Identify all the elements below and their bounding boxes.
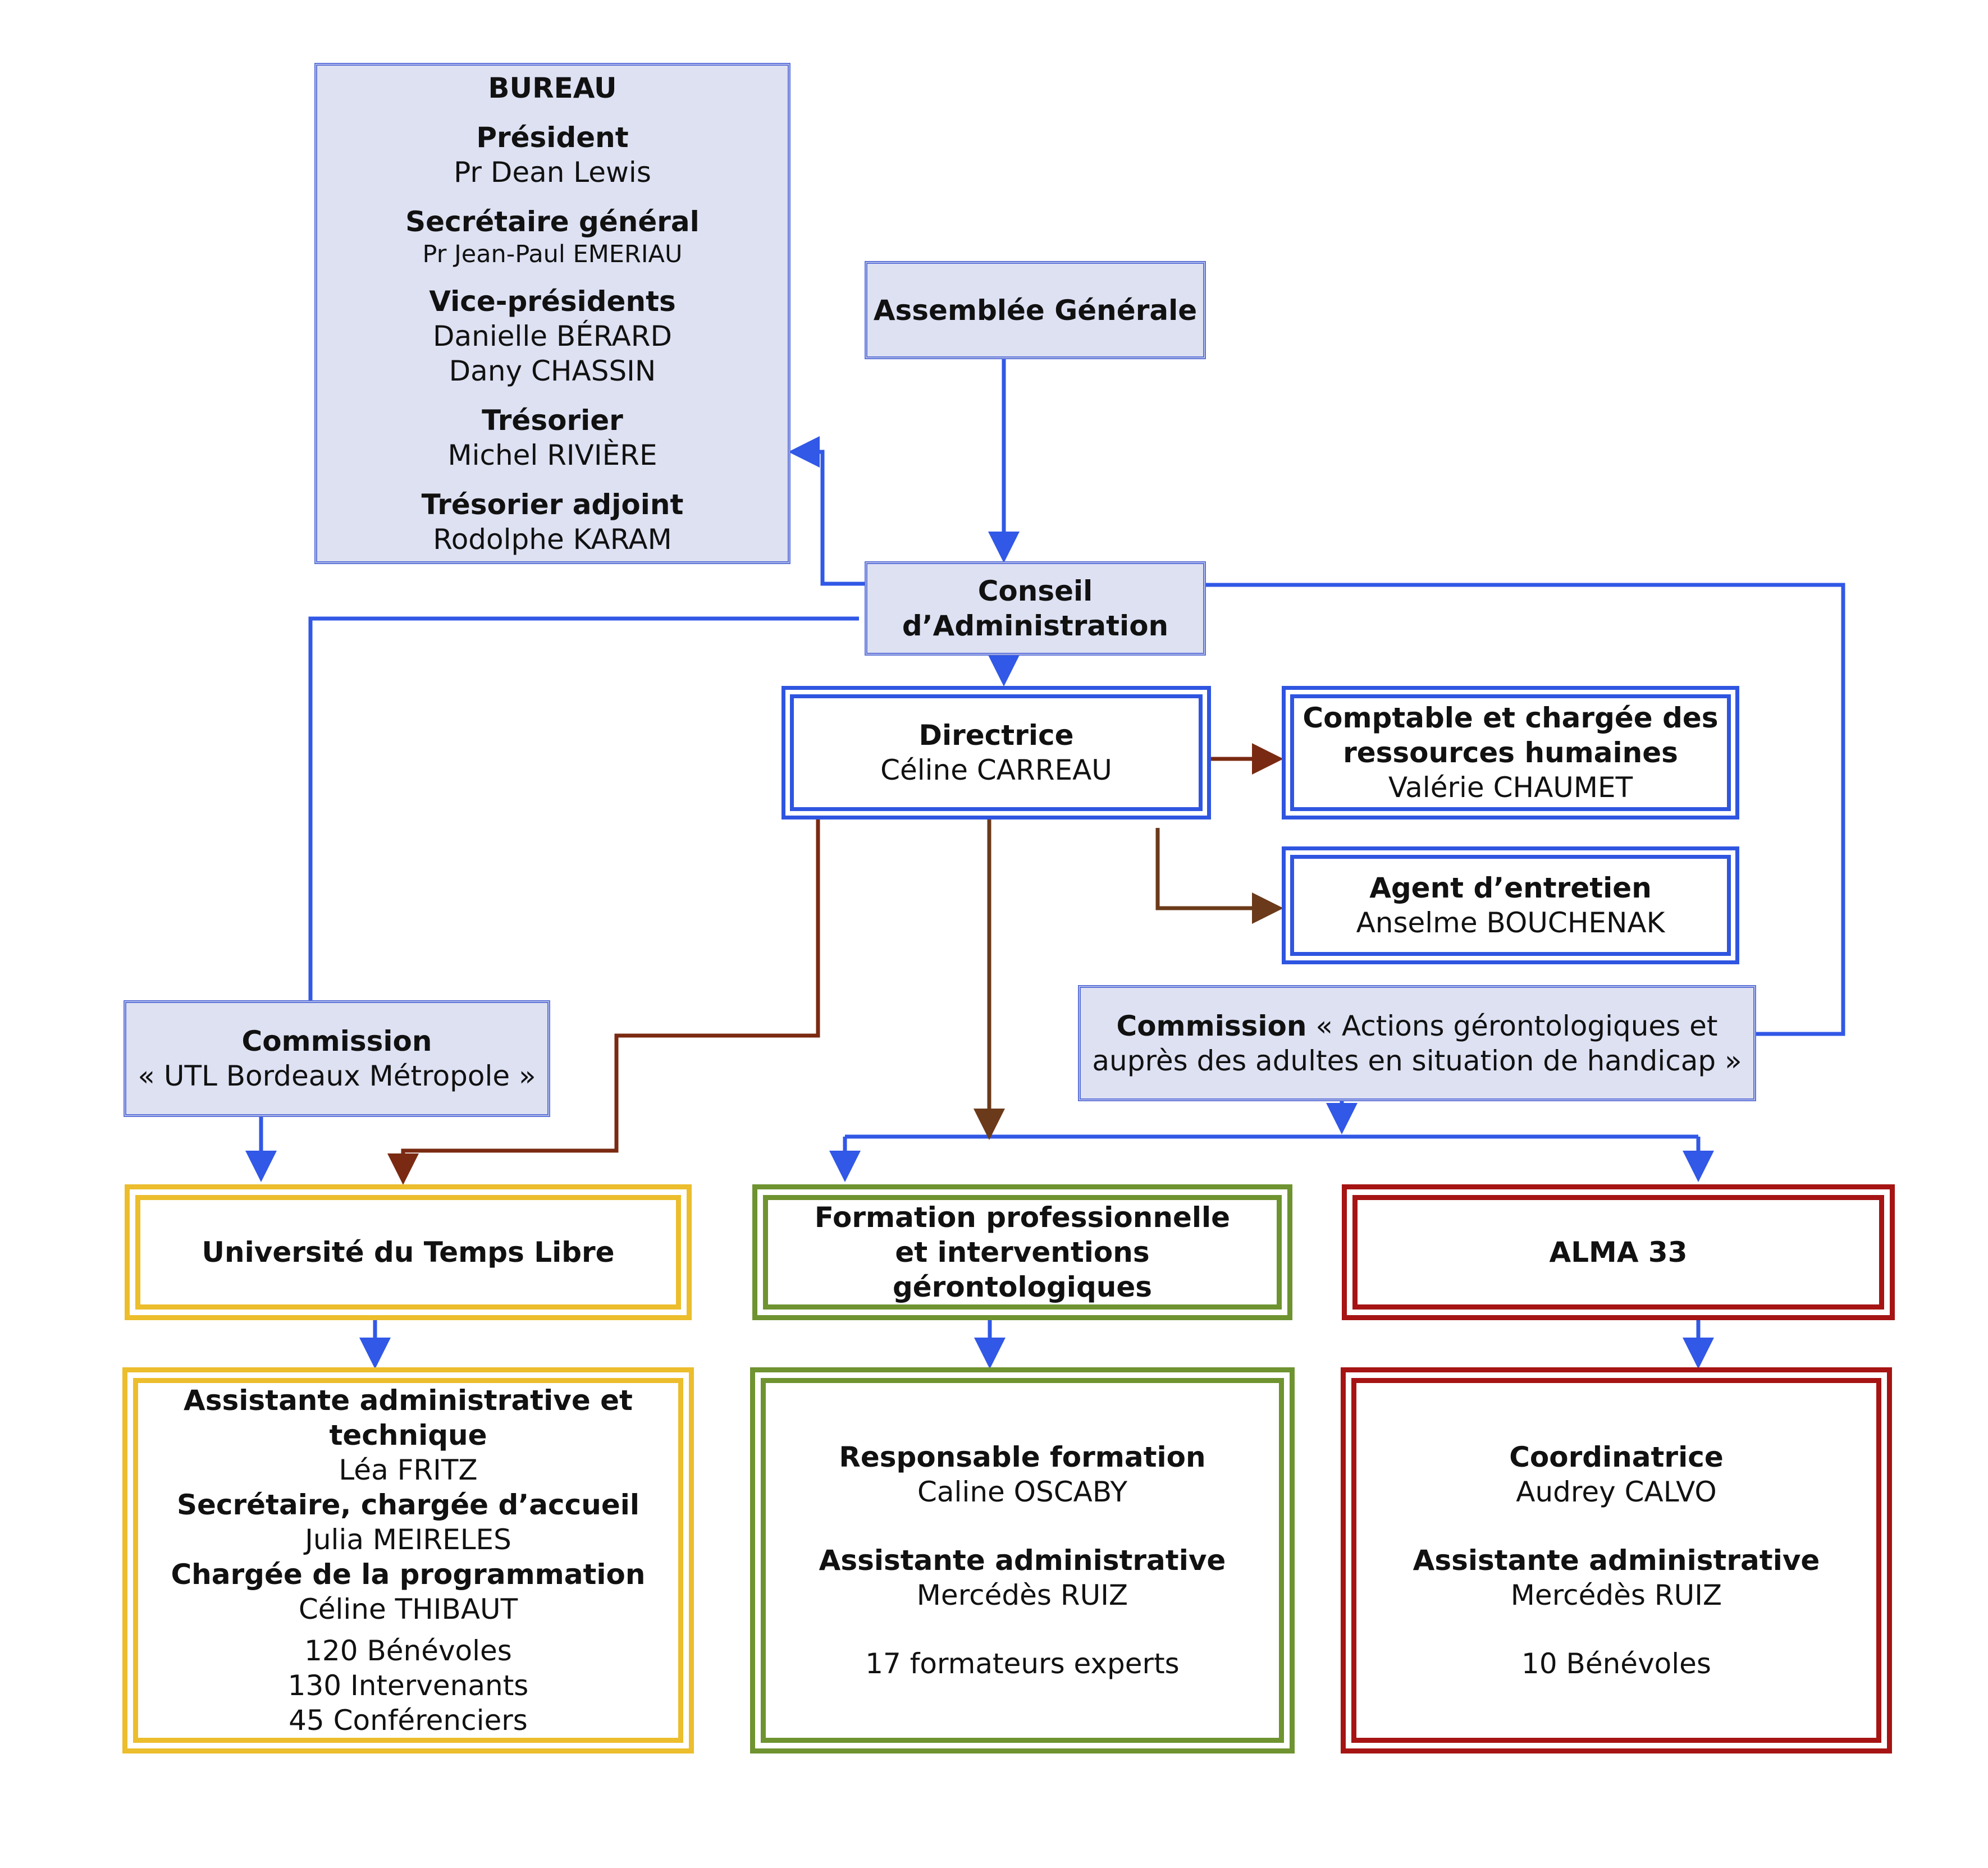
tresorier-name: Michel RIVIÈRE: [447, 438, 657, 471]
formation-name-1: Caline OSCABY: [917, 1476, 1127, 1508]
assemblee-generale-label: Assemblée Générale: [873, 294, 1198, 327]
utl-name-3: Céline THIBAUT: [298, 1593, 518, 1626]
directrice-name: Céline CARREAU: [880, 754, 1112, 786]
assemblee-generale-box: Assemblée Générale: [865, 261, 1206, 359]
president-role: Président: [476, 121, 629, 154]
formation-role-2: Assistante administrative: [819, 1544, 1226, 1577]
utl-header-box: Université du Temps Libre: [125, 1184, 692, 1320]
commission-geronto-subtitle-1: « Actions gérontologiques et: [1306, 1009, 1718, 1042]
commission-geronto-subtitle-2: auprès des adultes en situation de handi…: [1092, 1044, 1742, 1077]
utl-label: Université du Temps Libre: [202, 1236, 615, 1269]
conseil-line-2: d’Administration: [902, 610, 1169, 642]
utl-staff-box: Assistante administrative et technique L…: [122, 1367, 694, 1753]
agent-entretien-box: Agent d’entretien Anselme BOUCHENAK: [1282, 846, 1739, 964]
alma-count-1: 10 Bénévoles: [1521, 1647, 1711, 1680]
arrow-conseil-bureau: [788, 436, 865, 586]
president-name: Pr Dean Lewis: [454, 155, 651, 189]
utl-role-3: Chargée de la programmation: [171, 1558, 646, 1591]
comptable-name: Valérie CHAUMET: [1388, 771, 1633, 804]
tresorier-adjoint-name: Rodolphe KARAM: [433, 523, 672, 556]
tresorier-adjoint-role: Trésorier adjoint: [421, 488, 684, 521]
utl-role-1: Assistante administrative et technique: [184, 1384, 633, 1452]
formation-label-line-2: et interventions gérontologiques: [892, 1236, 1153, 1303]
comptable-role-line-1: Comptable et chargée des: [1303, 702, 1719, 734]
commission-geronto-title: Commission: [1116, 1009, 1307, 1042]
formation-name-2: Mercédès RUIZ: [916, 1579, 1128, 1611]
alma-label: ALMA 33: [1549, 1236, 1688, 1269]
alma-role-1: Coordinatrice: [1509, 1441, 1724, 1473]
bureau-title: BUREAU: [488, 71, 617, 104]
conseil-line-1: Conseil: [977, 575, 1093, 607]
vice-presidents-role: Vice-présidents: [429, 285, 676, 318]
arrow-directrice-utl: [387, 819, 820, 1185]
commission-geronto-box: Commission « Actions gérontologiques et …: [1078, 985, 1756, 1101]
alma-staff-box: Coordinatrice Audrey CALVO Assistante ad…: [1341, 1367, 1892, 1753]
secretaire-name: Pr Jean-Paul EMERIAU: [422, 240, 683, 268]
agent-role: Agent d’entretien: [1369, 872, 1652, 904]
formation-staff-box: Responsable formation Caline OSCABY Assi…: [750, 1367, 1295, 1753]
utl-role-2: Secrétaire, chargée d’accueil: [176, 1489, 640, 1521]
utl-name-1: Léa FRITZ: [339, 1454, 478, 1486]
tresorier-role: Trésorier: [482, 404, 623, 437]
directrice-box: Directrice Céline CARREAU: [782, 686, 1211, 819]
commission-utl-title: Commission: [241, 1025, 432, 1057]
arrow-directrice-agent: [1155, 828, 1283, 924]
vice-president-name-1: Danielle BÉRARD: [433, 319, 672, 352]
commission-utl-subtitle: « UTL Bordeaux Métropole »: [138, 1060, 536, 1092]
secretaire-role: Secrétaire général: [405, 205, 700, 238]
utl-count-1: 120 Bénévoles: [304, 1634, 512, 1667]
alma-name-2: Mercédès RUIZ: [1510, 1579, 1722, 1611]
line-conseil-commission-utl: [308, 616, 859, 1000]
agent-name: Anselme BOUCHENAK: [1356, 906, 1665, 939]
formation-role-1: Responsable formation: [839, 1441, 1206, 1473]
bureau-box: BUREAU Président Pr Dean Lewis Secrétair…: [314, 63, 790, 564]
utl-count-3: 45 Conférenciers: [289, 1704, 528, 1737]
commission-utl-box: Commission « UTL Bordeaux Métropole »: [124, 1000, 550, 1117]
alma-role-2: Assistante administrative: [1413, 1544, 1820, 1577]
vice-president-name-2: Dany CHASSIN: [449, 354, 656, 387]
directrice-role: Directrice: [918, 719, 1074, 752]
conseil-administration-box: Conseil d’Administration: [865, 561, 1206, 656]
alma-header-box: ALMA 33: [1342, 1184, 1895, 1320]
utl-name-2: Julia MEIRELES: [305, 1523, 511, 1556]
formation-header-box: Formation professionnelle et interventio…: [752, 1184, 1292, 1320]
formation-count-1: 17 formateurs experts: [865, 1647, 1180, 1680]
line-conseil-commission-geronto: [1200, 583, 1845, 1036]
comptable-role-line-2: ressources humaines: [1343, 736, 1678, 769]
alma-name-1: Audrey CALVO: [1516, 1476, 1717, 1508]
utl-count-2: 130 Intervenants: [287, 1669, 529, 1702]
formation-label-line-1: Formation professionnelle: [814, 1201, 1231, 1234]
comptable-box: Comptable et chargée des ressources huma…: [1282, 686, 1739, 819]
